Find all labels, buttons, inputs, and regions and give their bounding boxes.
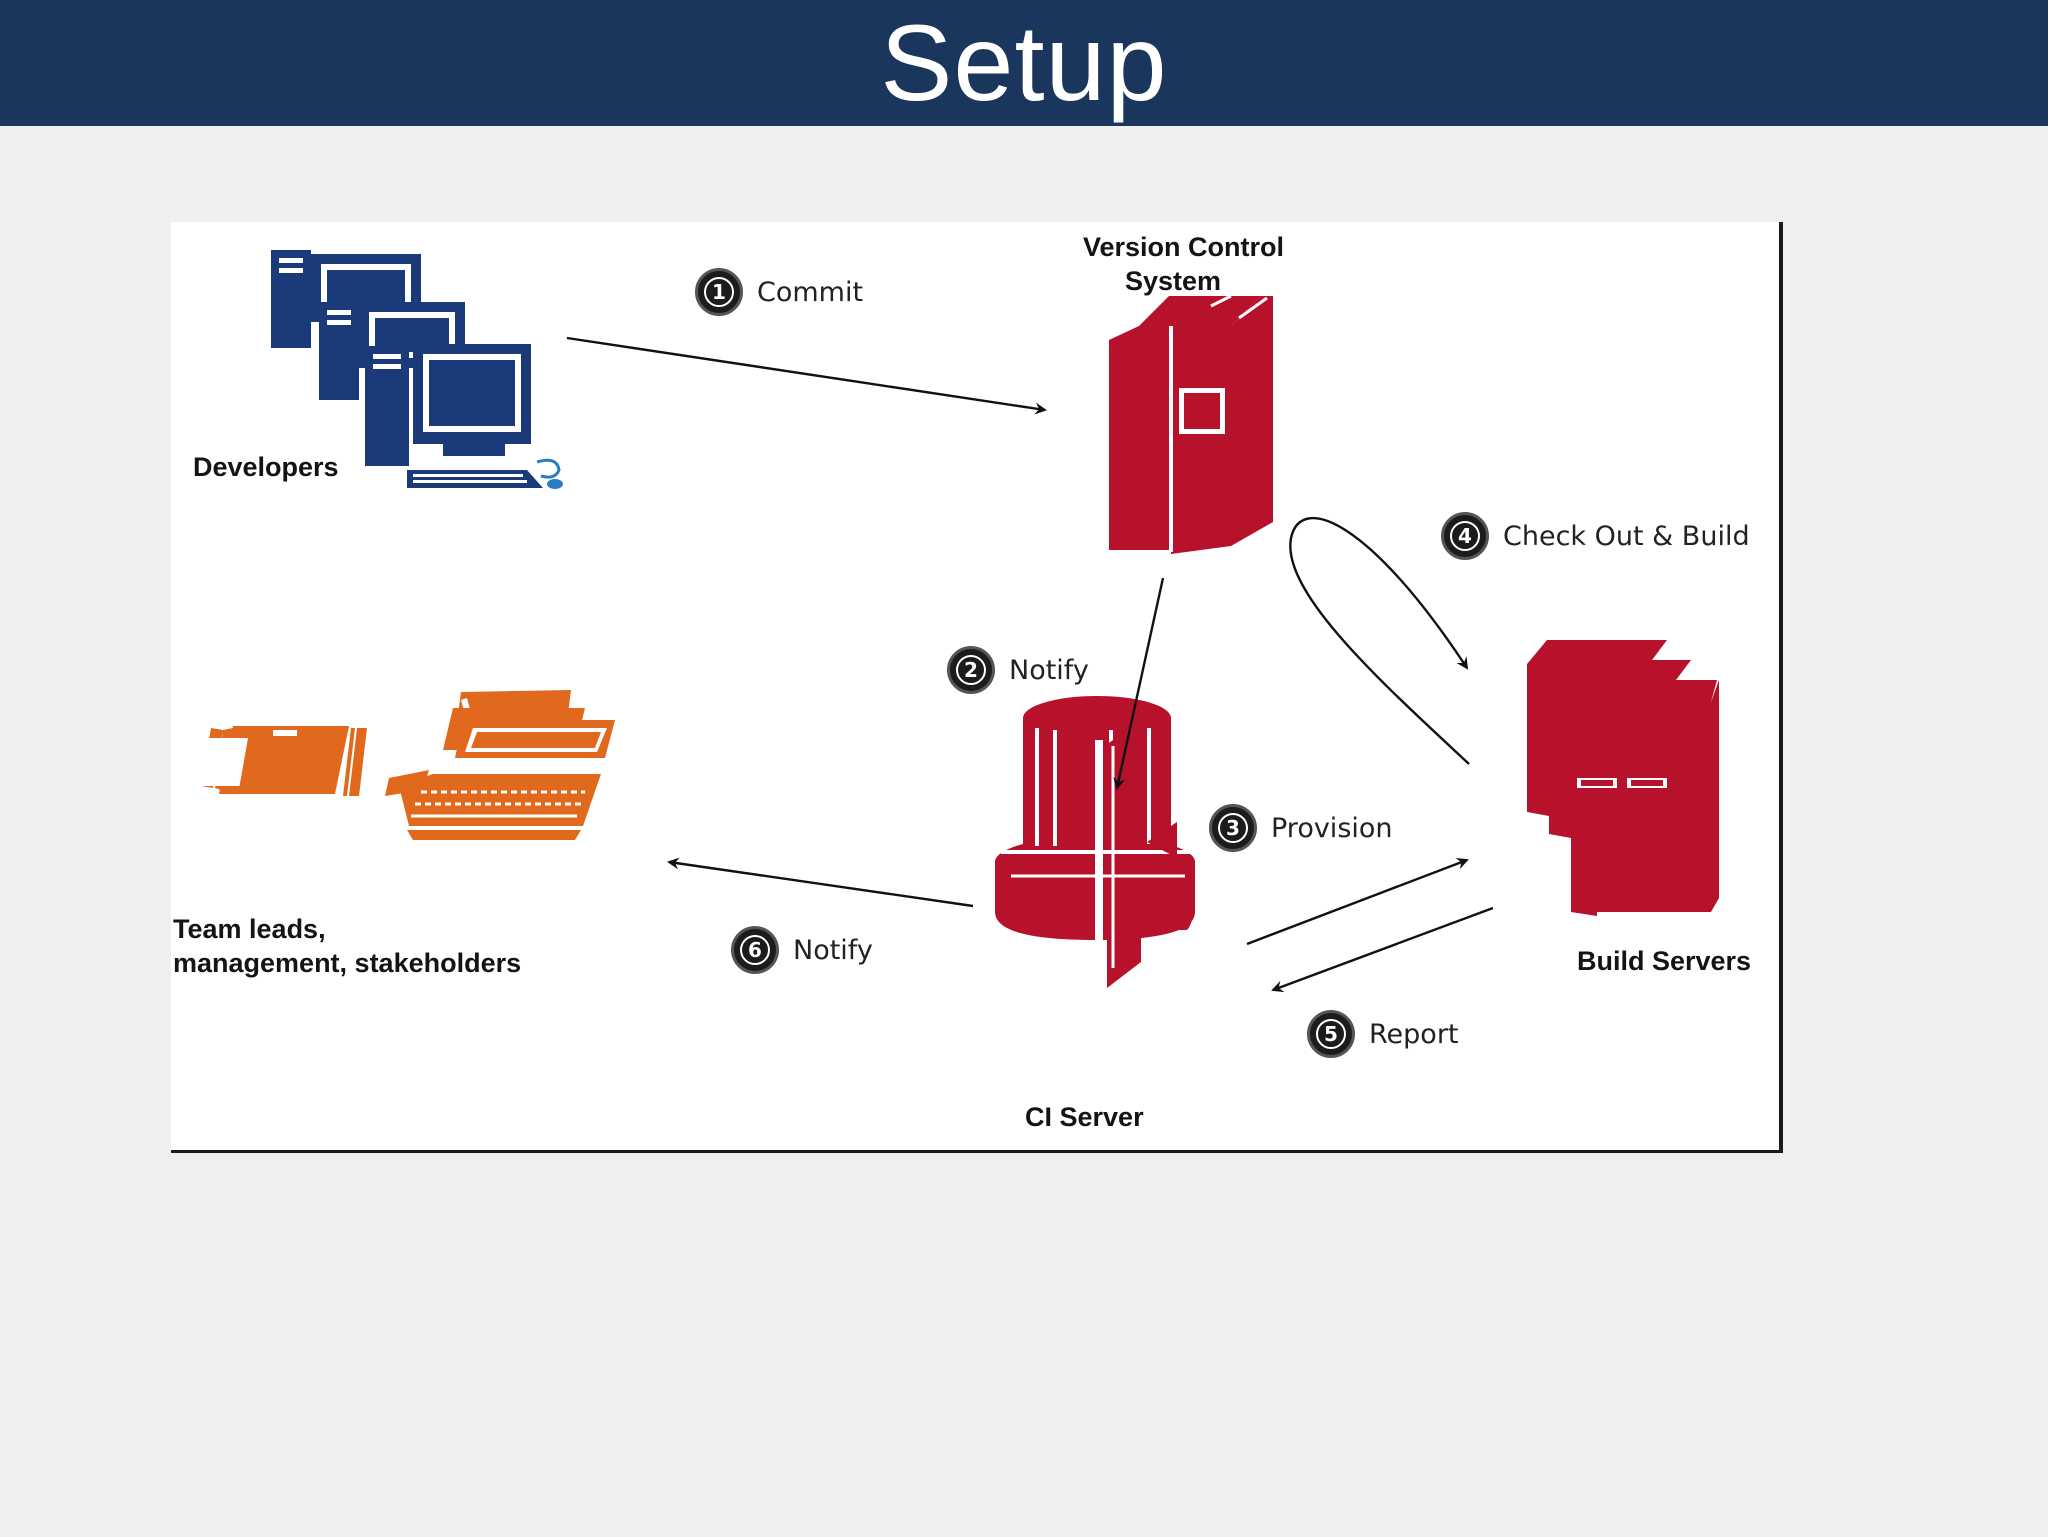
ci-server-icon bbox=[995, 696, 1195, 988]
step-number-badge: 6 bbox=[731, 926, 779, 974]
step-commit: 1 Commit bbox=[695, 268, 863, 316]
build-servers-icon bbox=[1527, 640, 1719, 916]
step-provision: 3 Provision bbox=[1209, 804, 1393, 852]
version-control-server-icon bbox=[1109, 294, 1273, 554]
step-number-badge: 2 bbox=[947, 646, 995, 694]
step-notify-ci: 2 Notify bbox=[947, 646, 1089, 694]
arrow-provision bbox=[1246, 857, 1469, 946]
diagram-canvas bbox=[171, 250, 1719, 993]
step-number-badge: 3 bbox=[1209, 804, 1257, 852]
step-number-badge: 1 bbox=[695, 268, 743, 316]
developers-label: Developers bbox=[193, 452, 339, 482]
version-control-label: Version Control System bbox=[1083, 230, 1285, 298]
developers-icon bbox=[271, 250, 563, 489]
step-label: Notify bbox=[793, 934, 873, 966]
step-label: Commit bbox=[757, 276, 864, 308]
version-control-label-line2: System bbox=[1124, 266, 1222, 296]
build-servers-label: Build Servers bbox=[1577, 946, 1752, 976]
step-report: 5 Report bbox=[1307, 1010, 1459, 1058]
slide-title: Setup bbox=[880, 2, 1168, 123]
step-label: Provision bbox=[1271, 812, 1393, 844]
arrow-notify-ci bbox=[1113, 577, 1165, 790]
version-control-label-line1: Version Control bbox=[1083, 232, 1285, 262]
diagram-arrows bbox=[566, 336, 1494, 993]
stakeholders-label-line1: Team leads, bbox=[173, 914, 326, 944]
step-number-badge: 5 bbox=[1307, 1010, 1355, 1058]
slide-header: Setup bbox=[0, 0, 2048, 126]
arrow-checkout-out bbox=[1289, 516, 1470, 765]
arrow-commit bbox=[566, 336, 1047, 415]
step-checkout-build: 4 Check Out & Build bbox=[1441, 512, 1750, 560]
stakeholders-icon bbox=[171, 690, 615, 840]
ci-diagram: Developers Version Control System Build … bbox=[171, 222, 1783, 1153]
step-label: Notify bbox=[1009, 654, 1089, 686]
step-label: Report bbox=[1369, 1018, 1459, 1050]
arrow-notify-stakeholders bbox=[667, 857, 974, 908]
step-label: Check Out & Build bbox=[1503, 520, 1750, 552]
step-notify-stakeholders: 6 Notify bbox=[731, 926, 873, 974]
arrow-report bbox=[1271, 906, 1494, 993]
step-number-badge: 4 bbox=[1441, 512, 1489, 560]
ci-server-label: CI Server bbox=[1025, 1102, 1144, 1132]
stakeholders-label: Team leads, management, stakeholders bbox=[173, 912, 521, 980]
stakeholders-label-line2: management, stakeholders bbox=[173, 948, 522, 978]
